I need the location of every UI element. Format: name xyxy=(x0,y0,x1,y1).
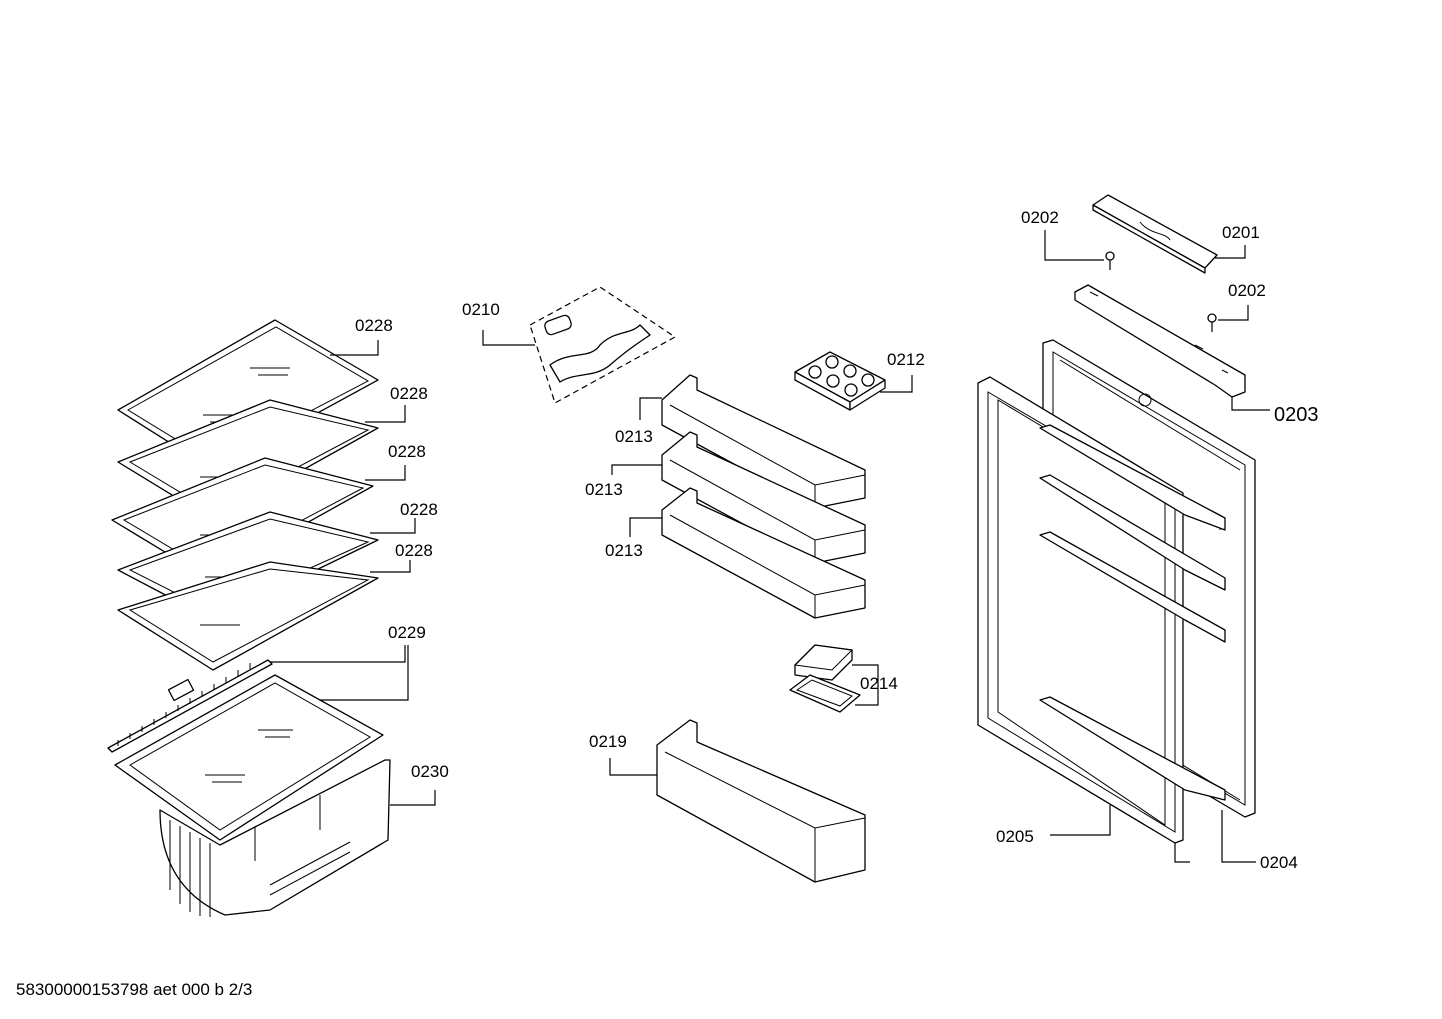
leader-0213-1 xyxy=(639,397,662,420)
butter-box-0214 xyxy=(789,644,861,713)
label-0230: 0230 xyxy=(411,762,449,781)
screw-0202-1 xyxy=(1105,251,1115,270)
label-0202-1: 0202 xyxy=(1021,208,1059,227)
crisper-drawer-0230 xyxy=(159,759,391,917)
label-0213-1: 0213 xyxy=(615,427,653,446)
leader-0230 xyxy=(390,790,436,806)
glass-shelf-0228-5 xyxy=(117,561,379,671)
label-0204: 0204 xyxy=(1260,853,1298,872)
label-0210: 0210 xyxy=(462,300,500,319)
egg-tray-0212 xyxy=(794,351,886,411)
label-0228-5: 0228 xyxy=(395,541,433,560)
door-shelf-0213-3 xyxy=(661,487,866,619)
hinge-bracket-0203 xyxy=(1074,284,1246,398)
leader-0202-1 xyxy=(1044,230,1104,261)
leader-0214 xyxy=(852,664,879,706)
rail-0229 xyxy=(107,659,273,753)
leader-0219 xyxy=(609,758,657,776)
screw-0202-2 xyxy=(1207,313,1217,332)
leader-0201 xyxy=(1215,245,1246,259)
crisper-cover-0230 xyxy=(114,674,384,841)
label-0228-1: 0228 xyxy=(355,316,393,335)
leader-0228-4 xyxy=(370,518,416,534)
label-0228-4: 0228 xyxy=(400,500,438,519)
leader-0228-1 xyxy=(330,340,379,356)
leader-0213-3 xyxy=(629,517,662,537)
label-0219: 0219 xyxy=(589,732,627,751)
label-0213-2: 0213 xyxy=(585,480,623,499)
leader-0203 xyxy=(1231,397,1270,411)
label-0203: 0203 xyxy=(1274,404,1319,426)
leader-0204 xyxy=(1221,810,1256,863)
door-gasket-0205 xyxy=(977,376,1226,844)
leader-0213-2 xyxy=(611,464,662,475)
document-id: 58300000153798 aet 000 b 2/3 xyxy=(16,980,253,999)
leader-0228-3 xyxy=(365,465,406,481)
leader-0228-5 xyxy=(370,560,411,573)
label-0205: 0205 xyxy=(996,827,1034,846)
leader-0212 xyxy=(880,375,913,393)
leader-0228-2 xyxy=(365,405,406,423)
hinge-cover-0201 xyxy=(1092,194,1218,274)
leader-0210 xyxy=(482,330,535,346)
leader-0204-b xyxy=(1174,843,1190,863)
leader-0202-2 xyxy=(1218,305,1249,321)
label-0212: 0212 xyxy=(887,350,925,369)
label-0214: 0214 xyxy=(860,674,898,693)
bottle-shelf-0219 xyxy=(656,719,866,883)
leader-0205 xyxy=(1050,805,1111,836)
label-0228-3: 0228 xyxy=(388,442,426,461)
label-0213-3: 0213 xyxy=(605,541,643,560)
bottle-holder-kit-0210 xyxy=(529,286,677,404)
label-0202-2: 0202 xyxy=(1228,281,1266,300)
label-0201: 0201 xyxy=(1222,223,1260,242)
label-0228-2: 0228 xyxy=(390,384,428,403)
label-0229: 0229 xyxy=(388,623,426,642)
leader-0229 xyxy=(270,645,409,701)
